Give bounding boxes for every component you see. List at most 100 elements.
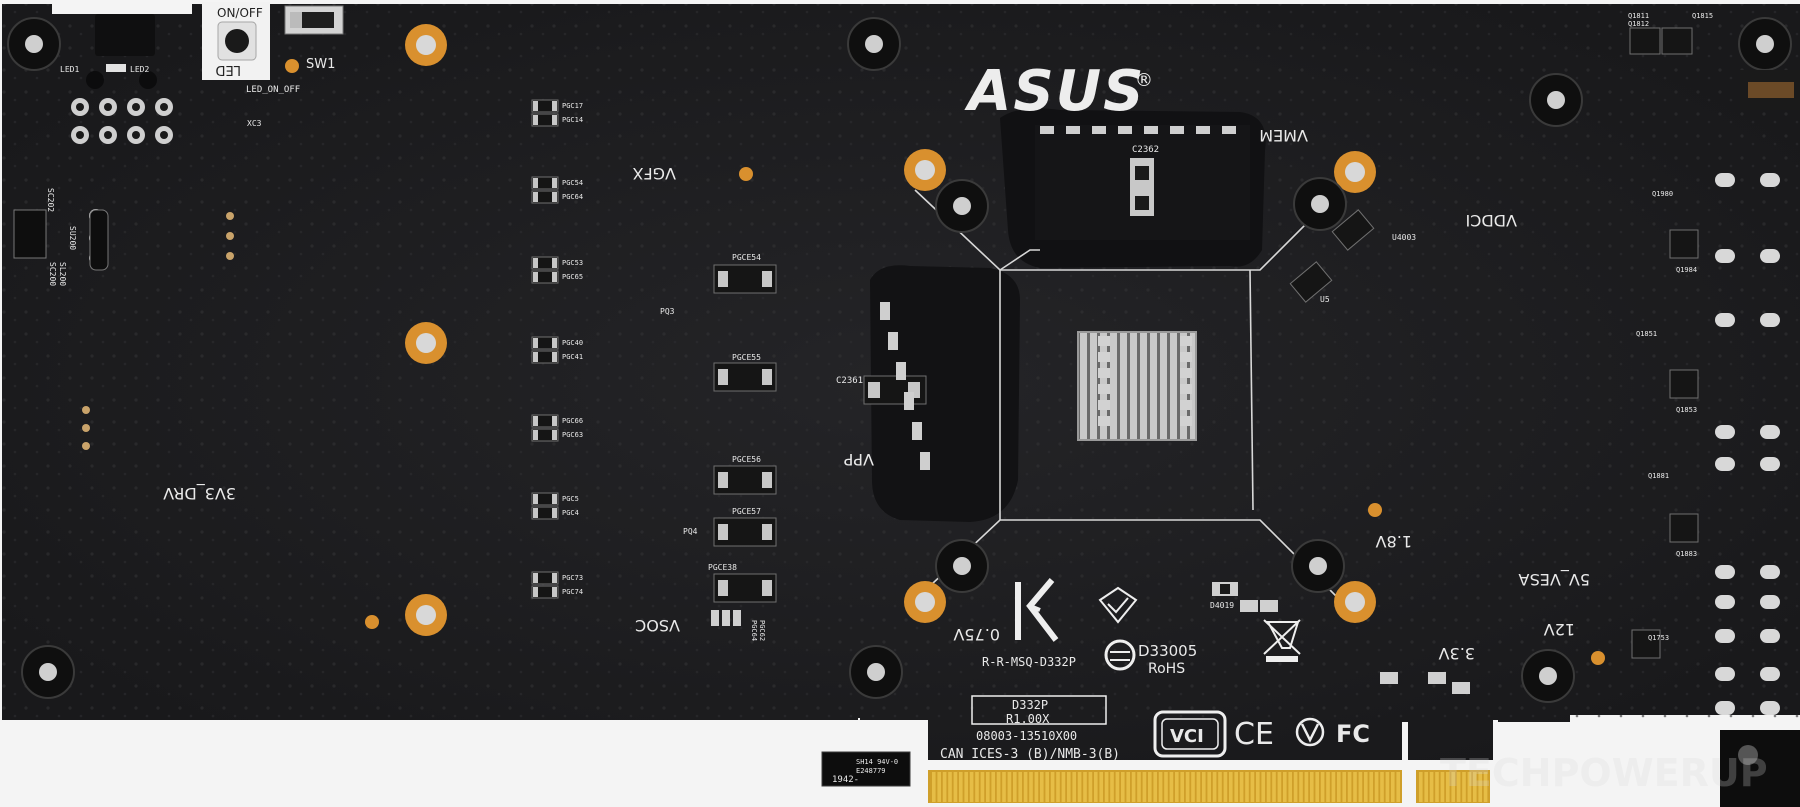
gold-finger: [1440, 772, 1445, 802]
gold-finger: [1419, 772, 1423, 802]
pgce-label: PGCE57: [732, 507, 761, 516]
pgc-label: PGC63: [562, 431, 583, 439]
mounting-hole: [904, 149, 946, 191]
model-text: D332P: [1012, 698, 1048, 712]
pgc-label: PGC66: [562, 417, 583, 425]
mosfet: [1669, 229, 1699, 259]
ic-chip: [1289, 261, 1333, 303]
mounting-hole: [405, 594, 447, 636]
via-pad: [739, 167, 753, 181]
mounting-hole: [1334, 581, 1376, 623]
u4003-label: U4003: [1392, 233, 1416, 242]
rail-5v-vesa: 5V_VESA: [1518, 569, 1590, 589]
gold-finger: [1202, 772, 1206, 802]
gold-finger: [1277, 772, 1282, 802]
kc-logo: [1015, 578, 1059, 642]
gold-finger: [980, 772, 985, 802]
weee-bin-logo: [1263, 619, 1301, 662]
gold-finger: [1142, 772, 1147, 802]
xc3-label: XC3: [247, 119, 262, 128]
gold-finger: [948, 772, 952, 802]
gold-finger: [996, 772, 1001, 802]
standoff: [7, 17, 61, 71]
gold-finger: [1115, 772, 1120, 802]
io-pin: [1760, 313, 1780, 327]
gold-finger: [1045, 772, 1049, 802]
gold-finger: [1077, 772, 1082, 802]
q-label: Q1881: [1648, 472, 1669, 480]
q-label: Q1883: [1676, 550, 1697, 558]
pgc-label: PGC64: [562, 193, 583, 201]
gold-finger: [1072, 772, 1076, 802]
pgc-label: PGC65: [562, 273, 583, 281]
smd-capacitor: [531, 256, 559, 270]
gold-finger: [1293, 772, 1298, 802]
gold-finger: [1245, 772, 1249, 802]
gold-finger: [1331, 772, 1336, 802]
rail-3-3v: 3.3V: [1439, 644, 1475, 663]
standoff: [849, 645, 903, 699]
ukca-logo: [1295, 717, 1325, 747]
fc-logo: FC: [1336, 720, 1370, 748]
io-pin: [1715, 457, 1735, 471]
gold-finger: [1364, 772, 1368, 802]
pgce-label: PGCE56: [732, 455, 761, 464]
gold-finger: [1234, 772, 1238, 802]
gold-finger: [1191, 772, 1195, 802]
mounting-hole: [1334, 151, 1376, 193]
gold-finger: [1424, 772, 1428, 802]
sw1-label: SW1: [306, 57, 335, 72]
gold-finger: [1283, 772, 1287, 802]
smd-capacitor: [531, 190, 559, 204]
gold-finger: [1288, 772, 1292, 802]
gold-finger: [1023, 772, 1028, 802]
gold-finger: [1067, 772, 1071, 802]
gold-finger: [1358, 772, 1363, 802]
smd-part: [1380, 672, 1398, 684]
standoff: [935, 539, 989, 593]
gold-finger: [1029, 772, 1033, 802]
smd-capacitor: [531, 492, 559, 506]
gold-finger: [1272, 772, 1276, 802]
switch-led-label: LED: [216, 62, 241, 77]
pgce-label: PGCE38: [708, 563, 737, 572]
rohs-text: RoHS: [1148, 661, 1185, 677]
gold-finger: [1018, 772, 1022, 802]
gold-finger: [1007, 772, 1012, 802]
io-pin: [1760, 701, 1780, 715]
rail-vsoc: VSOC: [635, 616, 680, 635]
model-box: [971, 695, 1107, 725]
gold-finger: [1126, 772, 1130, 802]
part-number-text: 08003-13510X00: [976, 729, 1077, 743]
ce-logo: CE: [1234, 717, 1274, 752]
gold-finger: [942, 772, 947, 802]
ul-line2: E248779: [856, 767, 886, 775]
gold-finger: [1456, 772, 1461, 802]
smd-capacitor: [531, 336, 559, 350]
io-pin: [1715, 595, 1735, 609]
gold-finger: [1175, 772, 1179, 802]
io-pin: [1715, 629, 1735, 643]
pgc-label: PGC74: [562, 588, 583, 596]
pgc-label: PGC53: [562, 259, 583, 267]
revision-text: R1.00X: [1006, 712, 1050, 726]
registered-mark: ®: [1135, 70, 1153, 91]
gold-finger: [1310, 772, 1314, 802]
su200-label: SU200: [68, 226, 77, 250]
gold-finger: [1342, 772, 1346, 802]
io-pin: [1760, 565, 1780, 579]
standoff: [1521, 649, 1575, 703]
gold-finger: [1212, 772, 1217, 802]
gold-finger: [1040, 772, 1044, 802]
sc200-label: SC200: [48, 262, 57, 286]
led1-label: LED1: [60, 65, 79, 74]
smd-capacitor: [531, 585, 559, 599]
gold-finger: [1185, 772, 1190, 802]
d33005-text: D33005: [1138, 642, 1197, 660]
gold-finger: [1088, 772, 1093, 802]
gold-finger: [1391, 772, 1395, 802]
pgc-label: PGC5: [562, 495, 579, 503]
gold-finger: [1380, 772, 1384, 802]
rail-vddci: VDDCI: [1466, 211, 1517, 230]
rail-vmem: VMEM: [1259, 126, 1308, 145]
